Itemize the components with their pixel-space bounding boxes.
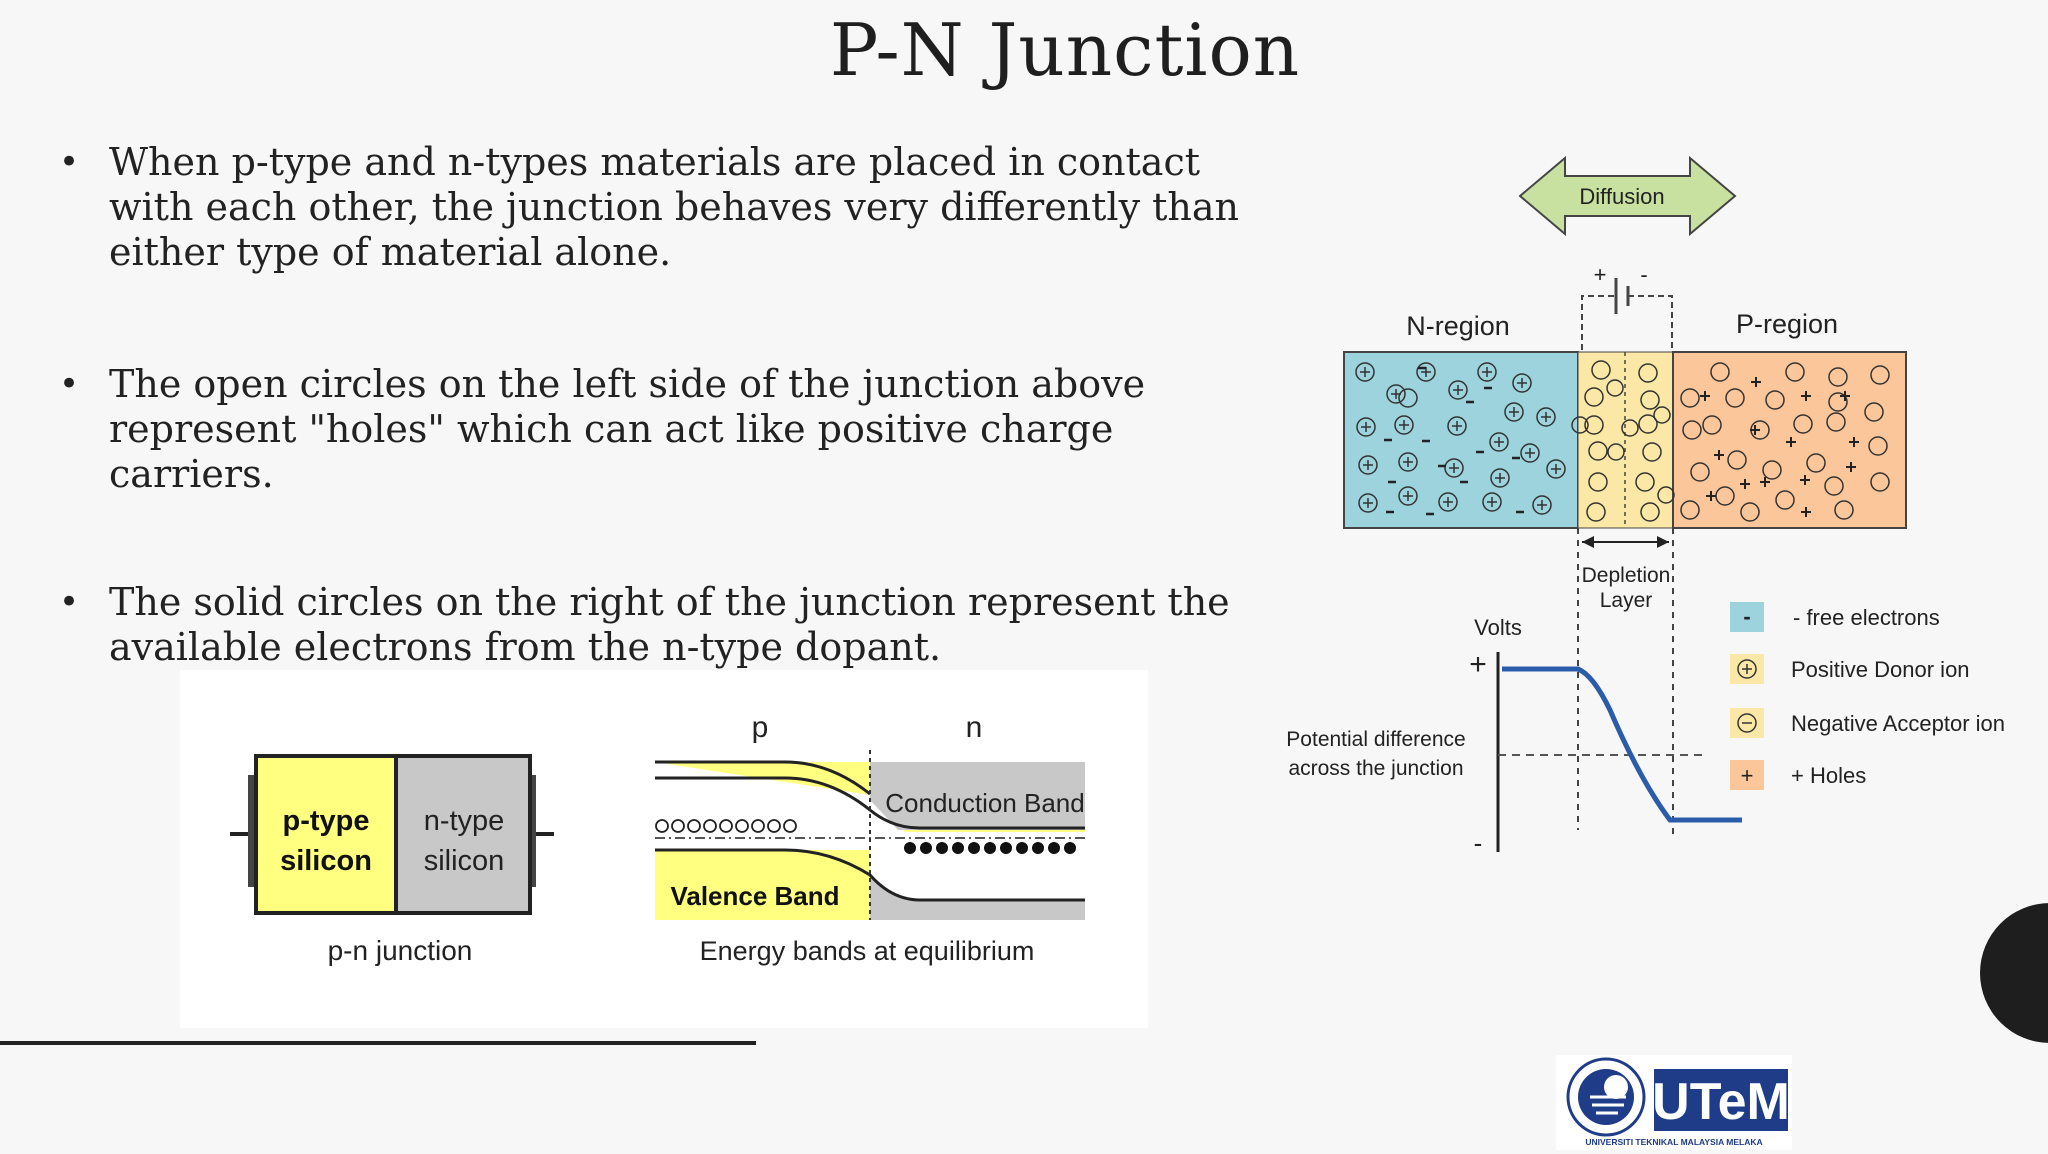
bullet-text: When p-type and n-types materials are pl… bbox=[109, 140, 1239, 274]
utem-logo: UTeM UNIVERSITI TEKNIKAL MALAYSIA MELAKA bbox=[1556, 1055, 1792, 1150]
bullet-item: • The solid circles on the right of the j… bbox=[55, 580, 1255, 670]
divider-line bbox=[0, 1041, 756, 1045]
potential-label: Potential difference bbox=[1286, 728, 1465, 751]
battery-minus: - bbox=[1640, 262, 1647, 287]
legend-donor-icon bbox=[1737, 659, 1757, 679]
ntype-label-2: silicon bbox=[424, 845, 505, 877]
depletion-ions bbox=[1571, 360, 1675, 522]
donor-ions bbox=[1355, 362, 1566, 515]
bullet-dot-icon: • bbox=[59, 142, 80, 182]
valence-band-n bbox=[870, 875, 1085, 920]
valence-band-p bbox=[655, 850, 870, 920]
legend-electron-label: - free electrons bbox=[1793, 605, 1940, 630]
diffusion-label: Diffusion bbox=[1579, 184, 1664, 209]
legend-acceptor-icon bbox=[1737, 713, 1757, 733]
legend-electron-swatch bbox=[1730, 602, 1764, 632]
n-region-block bbox=[1343, 351, 1579, 529]
free-electrons bbox=[1384, 366, 1524, 516]
ntype-label: n-type bbox=[424, 805, 505, 837]
diffusion-arrow-icon bbox=[1518, 155, 1737, 237]
bullet-item: • When p-type and n-types materials are p… bbox=[55, 140, 1255, 275]
p-region-label: P-region bbox=[1736, 309, 1838, 339]
conduction-band-label: Conduction Band bbox=[885, 788, 1084, 818]
legend-acceptor-label: Negative Acceptor ion bbox=[1791, 711, 2005, 736]
holes-row bbox=[655, 819, 797, 833]
pn-junction-diagram: p-type silicon n-type silicon p-n juncti… bbox=[230, 711, 1085, 966]
n-region-label: N-region bbox=[1406, 311, 1510, 341]
volts-label: Volts bbox=[1474, 615, 1522, 640]
band-caption: Energy bands at equilibrium bbox=[700, 936, 1035, 966]
pn-junction-figure: p-type silicon n-type silicon p-n juncti… bbox=[180, 670, 1148, 1028]
ptype-label-2: silicon bbox=[280, 845, 372, 877]
legend-holes-swatch bbox=[1730, 760, 1764, 790]
minus-label: - bbox=[1474, 828, 1483, 858]
bullet-text: The open circles on the left side of the… bbox=[109, 362, 1146, 496]
bullet-text: The solid circles on the right of the ju… bbox=[109, 580, 1230, 669]
electrons-row bbox=[904, 842, 1076, 854]
holes-plus-signs bbox=[1700, 377, 1859, 517]
utem-logo-icon: UTeM UNIVERSITI TEKNIKAL MALAYSIA MELAKA bbox=[1566, 1057, 1790, 1147]
n-label: n bbox=[966, 711, 983, 744]
bullet-dot-icon: • bbox=[59, 364, 80, 404]
plus-label: + bbox=[1469, 648, 1487, 681]
slide-title: P-N Junction bbox=[829, 8, 1301, 92]
bullet-item: • The open circles on the left side of th… bbox=[55, 362, 1255, 497]
valence-band-label: Valence Band bbox=[670, 881, 839, 911]
ptype-label: p-type bbox=[283, 805, 370, 837]
p-label: p bbox=[752, 711, 769, 744]
legend-holes-label: + Holes bbox=[1791, 763, 1866, 788]
legend-electron-symbol: - bbox=[1743, 604, 1750, 629]
n-type-block bbox=[394, 754, 532, 915]
acceptor-ions bbox=[1680, 362, 1890, 522]
potential-curve bbox=[1502, 666, 1742, 823]
battery-plus: + bbox=[1594, 262, 1607, 287]
depletion-diagram: Diffusion + - N-region P-region bbox=[1286, 155, 2005, 858]
pn-caption: p-n junction bbox=[328, 935, 473, 966]
logo-wordmark: UTeM bbox=[1652, 1073, 1790, 1131]
depletion-label-2: Layer bbox=[1600, 589, 1653, 612]
legend-holes-symbol: + bbox=[1741, 763, 1754, 788]
conduction-band-n bbox=[870, 762, 1085, 830]
donor-ion-plus-signs bbox=[1360, 367, 1561, 510]
logo-subtitle: UNIVERSITI TEKNIKAL MALAYSIA MELAKA bbox=[1585, 1137, 1762, 1147]
bullet-list: • When p-type and n-types materials are p… bbox=[55, 140, 1255, 670]
decorative-circle bbox=[1980, 903, 2048, 1043]
depletion-label: Depletion bbox=[1582, 564, 1671, 587]
legend-donor-label: Positive Donor ion bbox=[1791, 657, 1970, 682]
potential-label-2: across the junction bbox=[1288, 757, 1463, 780]
bullet-dot-icon: • bbox=[59, 582, 80, 622]
